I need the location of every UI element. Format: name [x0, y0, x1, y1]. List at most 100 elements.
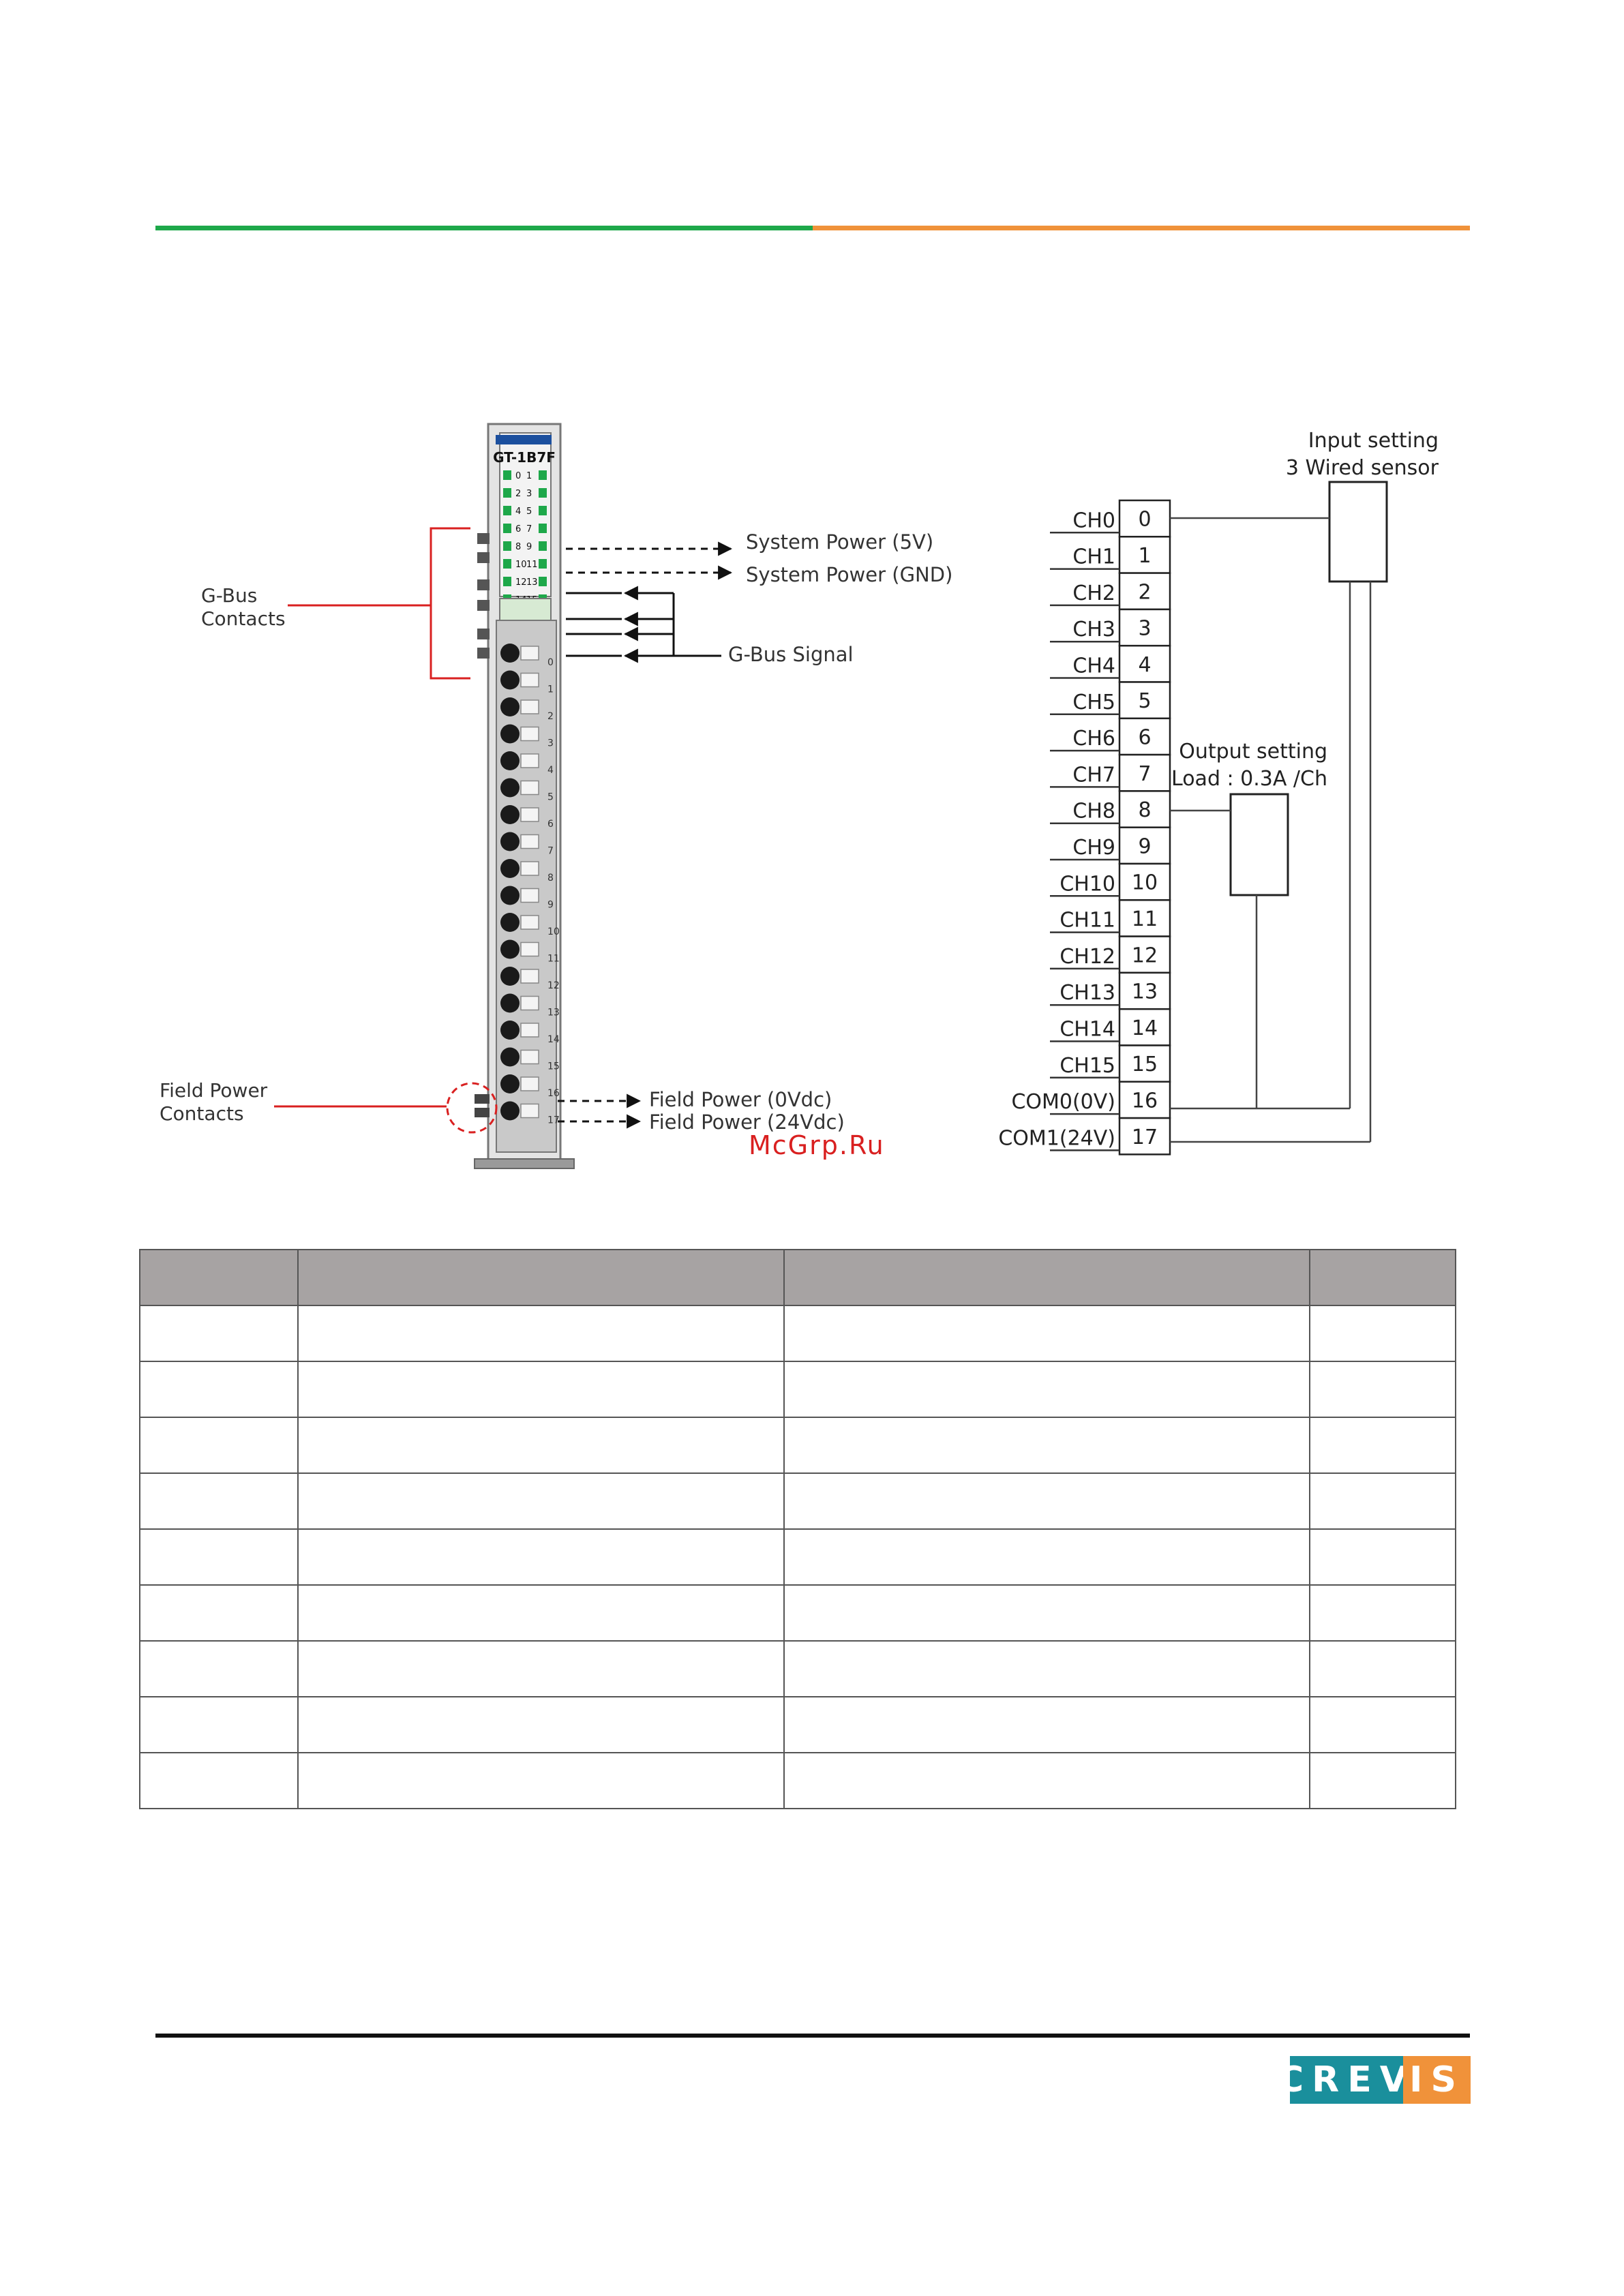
- channel-label: CH6: [1072, 727, 1115, 751]
- terminal-cell-number: 16: [1132, 1089, 1158, 1113]
- channel-label: COM0(0V): [1011, 1090, 1115, 1114]
- channel-label: COM1(24V): [998, 1126, 1115, 1150]
- header-cell: [139, 1249, 299, 1306]
- terminal-hole: [500, 670, 520, 690]
- terminal-cell-number: 3: [1138, 617, 1151, 641]
- wiring-diagram: 0CH01CH12CH23CH34CH45CH56CH67CH78CH89CH9…: [998, 429, 1439, 1155]
- terminal-cell: [1118, 971, 1171, 1010]
- led-indicator: [539, 524, 547, 533]
- terminal-cell-number: 5: [1138, 689, 1151, 713]
- gbus-pin: [477, 629, 490, 639]
- spec-table: [139, 1249, 1456, 1809]
- led-label: 4: [515, 507, 521, 517]
- terminal-hole: [500, 1074, 520, 1093]
- terminal-release: [520, 780, 539, 796]
- table-cell: [297, 1361, 785, 1418]
- terminal-cell: [1118, 1008, 1171, 1046]
- gbus-pin: [477, 579, 490, 590]
- table-cell: [783, 1361, 1311, 1418]
- gbus-pin: [477, 533, 490, 544]
- terminal-cell: [1118, 717, 1171, 756]
- output-load-box: [1229, 793, 1289, 896]
- table-cell: [783, 1528, 1311, 1586]
- logo-is: IS: [1403, 2056, 1471, 2104]
- terminal-hole: [500, 697, 520, 716]
- table-cell: [297, 1472, 785, 1530]
- terminal-number: 11: [547, 954, 560, 965]
- led-indicator: [503, 559, 511, 569]
- terminal-release: [520, 1049, 539, 1065]
- table-cell: [783, 1305, 1311, 1362]
- field-power-24vdc-label: Field Power (24Vdc): [649, 1111, 845, 1134]
- table-cell: [139, 1472, 299, 1530]
- terminal-cell-number: 11: [1132, 907, 1158, 931]
- table-cell: [1309, 1696, 1456, 1753]
- table-cell: [1309, 1472, 1456, 1530]
- led-label: 10: [515, 560, 527, 570]
- terminal-release: [520, 807, 539, 822]
- table-cell: [297, 1584, 785, 1642]
- terminal-number: 12: [547, 980, 560, 991]
- terminal-cell-number: 15: [1132, 1053, 1158, 1076]
- footer-rule: [155, 2034, 1470, 2038]
- led-label: 0: [515, 471, 521, 481]
- terminal-release: [520, 995, 539, 1011]
- channel-label: CH7: [1072, 763, 1115, 787]
- input-sensor-box: [1328, 481, 1388, 583]
- terminal-number: 2: [547, 711, 554, 722]
- led-indicator: [539, 470, 547, 480]
- module-name: GT-1B7F: [493, 449, 556, 466]
- led-indicator: [503, 506, 511, 515]
- field-power-contacts-callout: Field Power Contacts: [160, 1079, 498, 1134]
- terminal-cell-number: 0: [1138, 508, 1151, 532]
- terminal-release: [520, 969, 539, 984]
- header-cell: [1309, 1249, 1456, 1306]
- table-cell: [297, 1640, 785, 1697]
- table-cell: [139, 1696, 299, 1753]
- field-power-contacts-label-1: Field Power: [160, 1079, 268, 1102]
- terminal-hole: [500, 939, 520, 959]
- table-cell: [783, 1417, 1311, 1474]
- channel-label: CH11: [1059, 909, 1115, 933]
- gbus-signal-arrows: G-Bus Signal: [566, 586, 854, 666]
- led-label: 5: [526, 507, 532, 517]
- table-cell: [139, 1640, 299, 1697]
- table-cell: [297, 1752, 785, 1809]
- table-cell: [139, 1752, 299, 1809]
- output-load-label: Load : 0.3A /Ch: [1171, 767, 1327, 791]
- input-setting-label: Input setting: [1308, 429, 1439, 453]
- led-label: 1: [526, 471, 532, 481]
- gbus-contacts-callout: G-Bus Contacts: [201, 527, 470, 680]
- terminal-hole: [500, 644, 520, 663]
- terminal-hole: [500, 859, 520, 878]
- led-label: 3: [526, 489, 532, 499]
- spec-table-header: [139, 1249, 1456, 1306]
- led-label: 12: [515, 577, 527, 588]
- table-cell: [139, 1361, 299, 1418]
- led-indicator: [539, 577, 547, 586]
- table-row: [139, 1528, 1456, 1586]
- terminal-cell: [1118, 753, 1171, 792]
- terminal-cell: [1118, 899, 1171, 937]
- terminal-hole: [500, 1021, 520, 1040]
- terminal-number: 6: [547, 819, 554, 830]
- terminal-number: 10: [547, 926, 560, 937]
- led-indicator: [539, 488, 547, 498]
- header-cell: [297, 1249, 785, 1306]
- terminal-number: 0: [547, 657, 554, 668]
- gbus-contacts-label-1: G-Bus: [201, 584, 257, 607]
- table-cell: [297, 1696, 785, 1753]
- table-cell: [1309, 1584, 1456, 1642]
- channel-label: CH1: [1072, 545, 1115, 569]
- table-cell: [783, 1472, 1311, 1530]
- channel-label: CH15: [1059, 1054, 1115, 1078]
- table-row: [139, 1472, 1456, 1530]
- terminal-cell: [1118, 1081, 1171, 1119]
- terminal-hole: [500, 751, 520, 770]
- terminal-number: 4: [547, 765, 554, 776]
- led-label: 8: [515, 542, 521, 552]
- led-indicator: [539, 506, 547, 515]
- terminal-cell-number: 13: [1132, 980, 1158, 1004]
- terminal-cell-number: 1: [1138, 544, 1151, 568]
